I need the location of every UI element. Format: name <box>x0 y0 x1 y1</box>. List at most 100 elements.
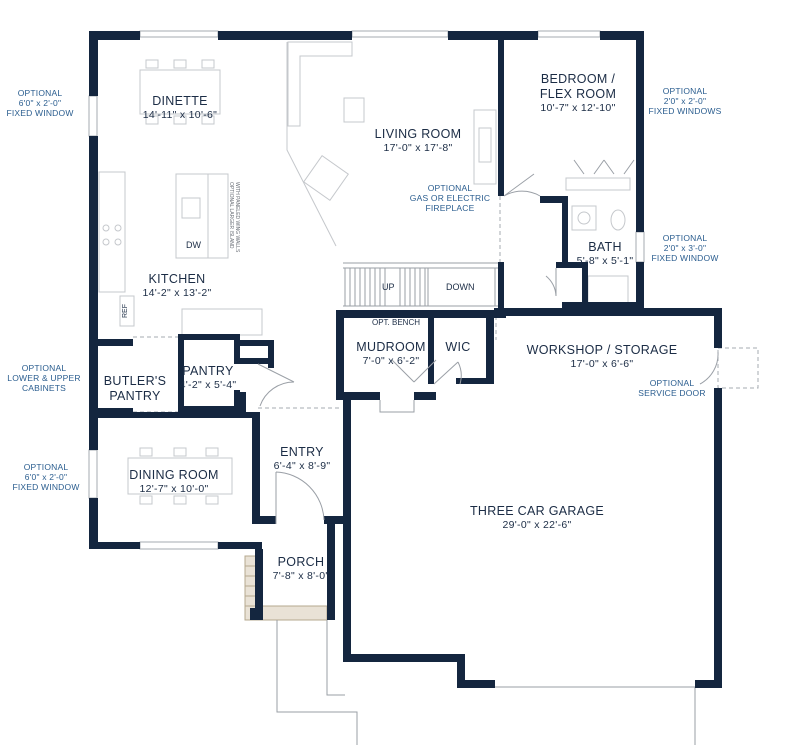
sink-icon <box>181 197 201 219</box>
dinette-label: DINETTE 14'-11" x 10'-6" <box>143 94 217 122</box>
island-note-line1: WITH PANELED WING WALLS <box>234 182 240 253</box>
note-line: CABINETS <box>21 383 67 393</box>
walkway <box>276 620 358 745</box>
porch-name: PORCH <box>277 555 325 569</box>
armchair <box>303 155 349 201</box>
note-fireplace: OPTIONAL GAS OR ELECTRIC FIREPLACE <box>410 183 490 213</box>
bath-size: 5'-8" x 5'-1" <box>576 255 634 267</box>
workshop-size: 17'-0" x 6'-6" <box>570 358 634 370</box>
garage-label: THREE CAR GARAGE 29'-0" x 22'-6" <box>470 504 604 532</box>
end-table <box>343 97 365 123</box>
walls <box>89 31 722 688</box>
mudroom-double-door <box>391 359 437 383</box>
workshop-label: WORKSHOP / STORAGE 17'-0" x 6'-6" <box>527 343 678 371</box>
chair-icon <box>139 495 153 505</box>
kitchen-counter <box>98 171 126 293</box>
note-line: SERVICE DOOR <box>638 388 706 398</box>
pantry-name: PANTRY <box>182 364 234 378</box>
butlers-pantry-line2: PANTRY <box>109 389 161 403</box>
chair-icon <box>173 115 187 125</box>
chair-icon <box>173 495 187 505</box>
note-dinette-window: OPTIONAL 6'0" x 2'-0" FIXED WINDOW <box>6 88 73 118</box>
stair-down-label: DOWN <box>446 282 475 292</box>
bath-label: BATH 5'-8" x 5'-1" <box>577 240 634 268</box>
note-line: OPTIONAL <box>23 462 69 472</box>
dinette-name: DINETTE <box>152 94 208 108</box>
wic-name: WIC <box>445 340 471 354</box>
garage-name: THREE CAR GARAGE <box>470 504 604 518</box>
bath-name: BATH <box>588 240 622 254</box>
note-line: 6'0" x 2'-0" <box>24 472 68 482</box>
living-room-size: 17'-0" x 17'-8" <box>383 142 453 154</box>
dining-room-size: 12'-7" x 10'-0" <box>139 483 209 495</box>
pantry-door <box>257 363 295 407</box>
note-line: 2'0" x 2'-0" <box>663 96 707 106</box>
mudroom-label: MUDROOM 7'-0" x 6'-2" <box>356 340 425 368</box>
closet-shelf <box>565 177 631 191</box>
butlers-pantry-label: BUTLER'S PANTRY <box>104 374 166 404</box>
kitchen-label: KITCHEN 14'-2" x 13'-2" <box>142 272 211 300</box>
staircase <box>343 262 500 307</box>
bedroom-name-line2: FLEX ROOM <box>539 87 617 101</box>
chair-icon <box>139 447 153 457</box>
garage-size: 29'-0" x 22'-6" <box>502 519 572 531</box>
note-line: 6'0" x 2'-0" <box>18 98 62 108</box>
mudroom-size: 7'-0" x 6'-2" <box>362 355 420 367</box>
dining-table <box>127 457 233 495</box>
kitchen-bench <box>181 308 263 336</box>
dinette-table <box>139 69 221 115</box>
porch-label: PORCH 7'-8" x 8'-0" <box>273 555 330 583</box>
note-line: LOWER & UPPER <box>7 373 81 383</box>
mudroom-name: MUDROOM <box>356 340 426 354</box>
note-bath-window: OPTIONAL 2'0" x 3'-0" FIXED WINDOW <box>651 233 718 263</box>
chair-icon <box>205 447 219 457</box>
note-line: OPTIONAL <box>21 363 67 373</box>
fireplace <box>473 109 497 185</box>
island-note-line2: OPTIONAL LARGER ISLAND <box>228 182 234 249</box>
note-line: FIREPLACE <box>425 203 475 213</box>
entry-name: ENTRY <box>280 445 324 459</box>
doors <box>257 159 635 524</box>
kitchen-size: 14'-2" x 13'-2" <box>142 287 212 299</box>
shower <box>587 275 629 305</box>
note-line: FIXED WINDOWS <box>648 106 722 116</box>
bath-door <box>545 268 557 297</box>
kitchen-name: KITCHEN <box>148 272 206 286</box>
wic-label: WIC <box>445 340 470 355</box>
dishwasher-label: DW <box>186 240 201 250</box>
chair-icon <box>173 447 187 457</box>
living-room-name: LIVING ROOM <box>374 127 462 141</box>
sofa <box>287 41 353 127</box>
workshop-name: WORKSHOP / STORAGE <box>526 343 678 357</box>
wic-door <box>433 361 462 385</box>
dinette-size: 14'-11" x 10'-6" <box>142 109 218 121</box>
furniture-layer <box>98 41 759 745</box>
service-door-outline <box>717 347 759 389</box>
note-bedroom-windows: OPTIONAL 2'0" x 2'-0" FIXED WINDOWS <box>649 86 722 116</box>
note-dining-window: OPTIONAL 6'0" x 2'-0" FIXED WINDOW <box>12 462 79 492</box>
chair-icon <box>205 495 219 505</box>
note-line: FIXED WINDOW <box>12 482 80 492</box>
chair-icon <box>201 59 215 69</box>
note-line: OPTIONAL <box>649 378 695 388</box>
bedroom-name-line1: BEDROOM / <box>540 72 616 86</box>
entry-size: 6'-4" x 8'-9" <box>273 460 331 472</box>
chair-icon <box>145 115 159 125</box>
fireplace-insert <box>478 127 492 163</box>
opt-bench-label: OPT. BENCH <box>372 318 421 327</box>
mudroom-step <box>379 400 415 413</box>
pantry-label: PANTRY 4'-2" x 5'-4" <box>180 364 237 392</box>
note-cabinets: OPTIONAL LOWER & UPPER CABINETS <box>7 363 80 393</box>
note-line: OPTIONAL <box>662 86 708 96</box>
bedroom-door <box>503 173 541 197</box>
fridge <box>119 295 135 327</box>
note-line: OPTIONAL <box>662 233 708 243</box>
note-line: GAS OR ELECTRIC <box>409 193 491 203</box>
butlers-pantry-line1: BUTLER'S <box>103 374 167 388</box>
note-line: 2'0" x 3'-0" <box>663 243 707 253</box>
chair-icon <box>201 115 215 125</box>
stair-up-label: UP <box>382 282 395 292</box>
chair-icon <box>145 59 159 69</box>
chair-icon <box>173 59 187 69</box>
